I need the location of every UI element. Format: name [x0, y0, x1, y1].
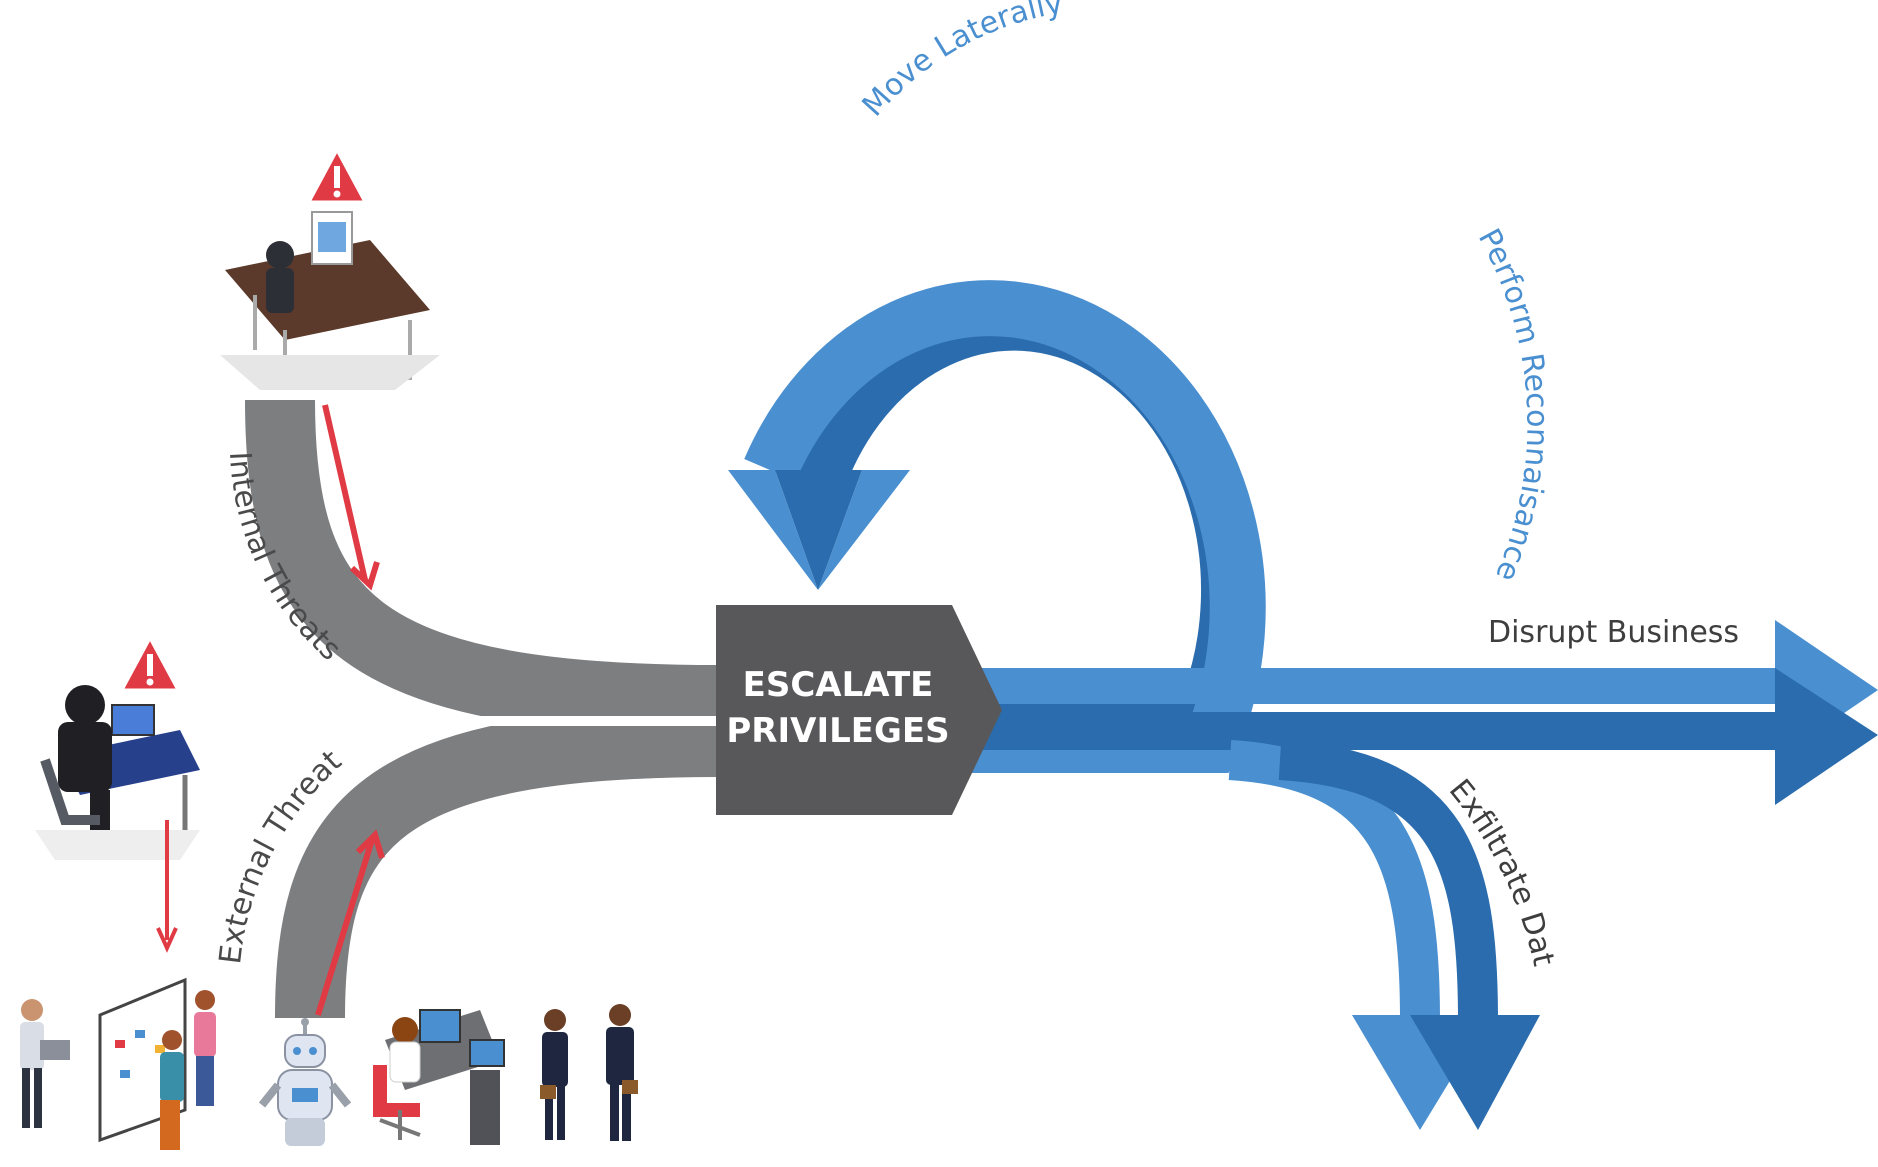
external-threat-path [275, 707, 721, 1019]
move-laterally-label: Move Laterally [856, 0, 1066, 123]
businesspeople-icon [540, 1004, 638, 1141]
presentation-team-icon [20, 977, 216, 1150]
hub-label-line1: ESCALATE [743, 665, 934, 705]
internal-employee-desk-icon [220, 211, 440, 390]
robot-icon [258, 1018, 352, 1146]
perform-recon-label: Perform Reconnaisance [1471, 223, 1555, 586]
escalate-privileges-hub: ESCALATE PRIVILEGES [716, 605, 1002, 815]
exfiltrate-data-arrow [1228, 740, 1540, 1130]
escalation-loop [728, 136, 1371, 773]
disrupt-business-label: Disrupt Business [1488, 615, 1739, 650]
disrupt-business-arrow [960, 620, 1878, 805]
warning-icon [119, 634, 181, 692]
move-laterally-arrowhead [728, 470, 910, 590]
operator-workstation-icon [373, 1009, 505, 1145]
hub-label-line2: PRIVILEGES [726, 711, 949, 751]
hacker-attack-arrow [156, 820, 178, 953]
warning-icon [306, 146, 368, 204]
internal-threat-path [245, 399, 721, 735]
hooded-hacker-icon [35, 685, 200, 860]
